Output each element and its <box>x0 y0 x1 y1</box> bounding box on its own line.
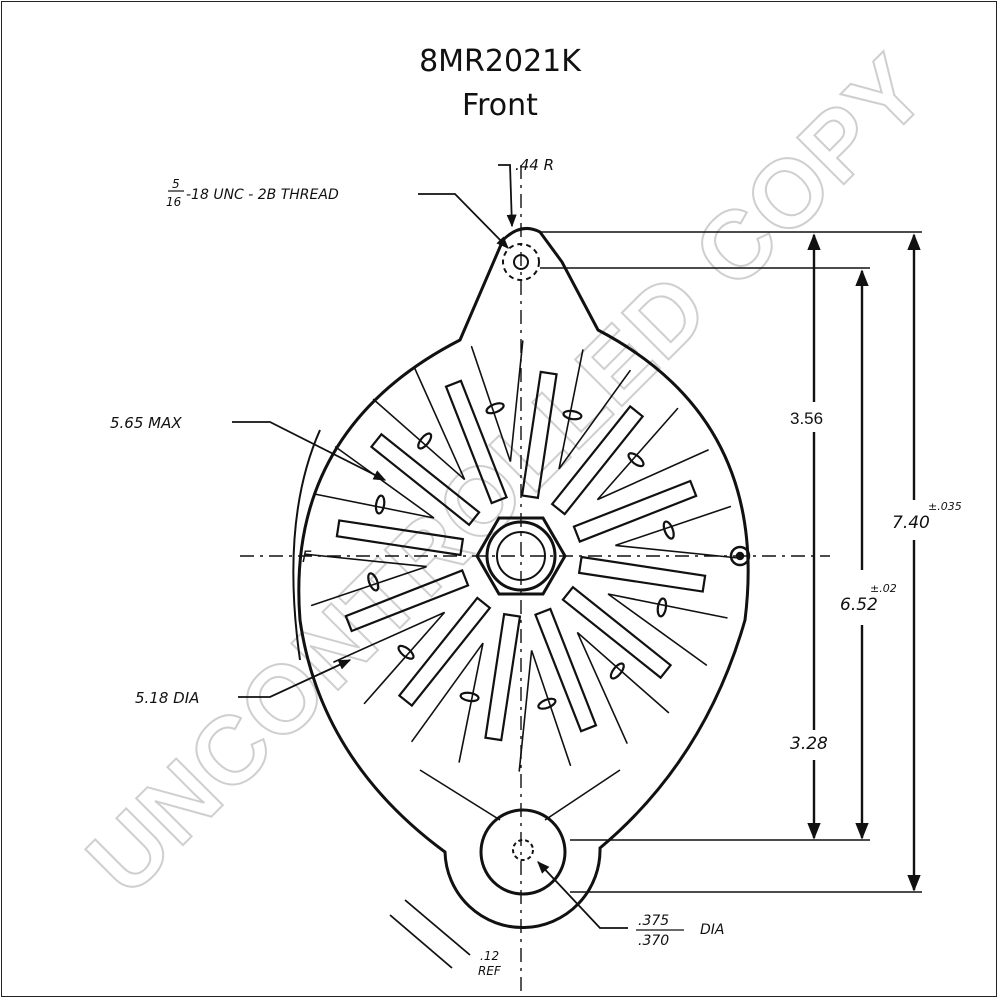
fan-rivet <box>537 697 557 710</box>
ref-num: .12 <box>480 949 499 963</box>
fan-slot <box>534 607 598 733</box>
fan-slot <box>397 596 492 708</box>
bottom-mount-boss <box>479 808 567 896</box>
dim-middle-tol: ±.02 <box>870 582 897 595</box>
fan-fin <box>576 631 670 744</box>
fan-rivet <box>562 409 583 421</box>
fan-slot <box>335 519 465 557</box>
fan-rivet <box>459 691 480 703</box>
fan-slot <box>572 479 698 543</box>
fan-rivet <box>367 572 380 592</box>
watermark-text: UNCONTROLLED COPY <box>67 35 947 915</box>
fan-rivet <box>656 597 668 618</box>
view-label: Front <box>462 88 538 123</box>
fan-fin <box>372 368 466 481</box>
fan-rivet <box>662 520 675 540</box>
fan-fin <box>558 349 631 470</box>
fan-fin <box>596 407 709 501</box>
bolt-dia-unit: DIA <box>700 922 725 938</box>
housing-outline <box>292 226 750 929</box>
flat-mark: F <box>302 547 312 566</box>
top-mount-hole <box>502 243 540 281</box>
fan-fin <box>470 340 524 462</box>
fan-slot <box>484 612 522 742</box>
fan-blades <box>305 340 737 772</box>
fan-fin <box>411 642 484 763</box>
fan-fin <box>518 650 572 772</box>
fan-rivet <box>374 494 386 515</box>
fan-fin <box>615 505 737 559</box>
fan-rivet <box>627 452 645 468</box>
dim-lower: 3.28 <box>790 734 828 754</box>
fan-slot <box>577 555 707 593</box>
max-width-label: 5.65 MAX <box>110 414 182 432</box>
shaft-nut <box>475 516 567 596</box>
thread-fraction-num: 5 <box>172 177 180 191</box>
fan-fin <box>607 593 728 666</box>
fan-slot <box>520 370 558 500</box>
fan-fin <box>333 611 446 705</box>
dimension-lines <box>807 233 921 892</box>
dim-middle: 6.52 <box>840 595 878 615</box>
fan-rivet <box>485 402 505 415</box>
dim-overall: 7.40 <box>892 513 930 533</box>
top-offset-label: .44 R <box>515 156 554 174</box>
fan-slot <box>444 379 508 505</box>
fan-slot <box>550 404 645 516</box>
bolt-dia-den: .370 <box>638 933 669 949</box>
ref-unit: REF <box>478 964 502 978</box>
thread-spec-label: -18 UNC - 2B THREAD <box>186 187 339 203</box>
dia-518-label: 5.18 DIA <box>135 689 199 707</box>
fan-rivet <box>609 662 625 680</box>
fan-slot <box>369 432 481 527</box>
fan-rivet <box>417 432 433 450</box>
part-number: 8MR2021K <box>419 44 581 79</box>
fan-slot <box>561 585 673 680</box>
fan-slot <box>344 569 470 633</box>
fan-rivet <box>397 644 415 660</box>
bolt-dia-num: .375 <box>638 913 669 929</box>
leader-lines <box>232 164 628 969</box>
fan-fin <box>305 553 427 607</box>
dim-overall-tol: ±.035 <box>928 500 962 513</box>
dim-upper: 3.56 <box>790 409 823 428</box>
thread-fraction-den: 16 <box>166 195 182 209</box>
terminal-stud <box>729 545 751 567</box>
